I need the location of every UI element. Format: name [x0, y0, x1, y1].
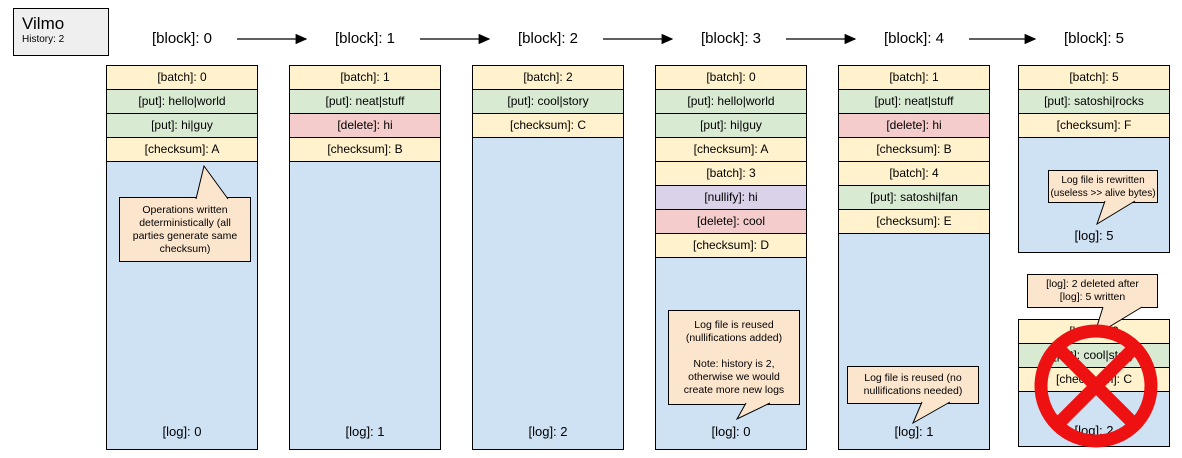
deleted-log-box: [batch]: 2 [put]: cool|story [checksum]:…: [1018, 319, 1170, 447]
op-row: [batch]: 3: [656, 162, 806, 186]
log-label: [log]: 0: [711, 424, 751, 439]
op-row: [checksum]: E: [839, 210, 989, 234]
op-row: [put]: hi|guy: [656, 114, 806, 138]
callout-log-reused-nullified: Log file is reused (nullifications added…: [668, 310, 800, 405]
op-row: [batch]: 0: [107, 66, 257, 90]
block-header-3: [block]: 3: [700, 30, 762, 47]
log-label: [log]: 5: [1074, 228, 1114, 243]
op-row: [put]: hello|world: [656, 90, 806, 114]
callout-deterministic: Operations written deterministically (al…: [119, 197, 251, 262]
op-row: [batch]: 1: [290, 66, 440, 90]
op-row: [put]: cool|story: [1019, 344, 1169, 368]
legend-title: Vilmo: [22, 14, 65, 33]
op-row: [checksum]: A: [656, 138, 806, 162]
op-row: [put]: satoshi|fan: [839, 186, 989, 210]
callout-log-rewritten: Log file is rewritten (useless >> alive …: [1048, 170, 1158, 203]
op-row: [delete]: hi: [839, 114, 989, 138]
log-label: [log]: 1: [894, 424, 934, 439]
block-column-5: [batch]: 5 [put]: satoshi|rocks [checksu…: [1018, 65, 1170, 253]
legend-subtitle: History: 2: [22, 34, 65, 45]
legend-box: Vilmo History: 2: [13, 8, 109, 56]
op-row: [checksum]: D: [656, 234, 806, 258]
block-header-1: [block]: 1: [334, 30, 396, 47]
op-row: [batch]: 4: [839, 162, 989, 186]
op-row: [put]: neat|stuff: [839, 90, 989, 114]
op-row: [delete]: hi: [290, 114, 440, 138]
callout-log-deleted-note: [log]: 2 deleted after [log]: 5 written: [1027, 274, 1158, 308]
op-row: [batch]: 0: [656, 66, 806, 90]
op-row: [nullify]: hi: [656, 186, 806, 210]
op-row: [batch]: 2: [1019, 320, 1169, 344]
op-row: [checksum]: F: [1019, 114, 1169, 138]
log-label: [log]: 0: [162, 424, 202, 439]
op-row: [checksum]: C: [1019, 368, 1169, 392]
op-row: [batch]: 2: [473, 66, 623, 90]
op-row: [put]: hello|world: [107, 90, 257, 114]
op-row: [checksum]: A: [107, 138, 257, 162]
op-row: [batch]: 1: [839, 66, 989, 90]
op-row: [checksum]: B: [839, 138, 989, 162]
log-label: [log]: 1: [345, 424, 385, 439]
op-row: [batch]: 5: [1019, 66, 1169, 90]
op-row: [put]: neat|stuff: [290, 90, 440, 114]
op-row: [checksum]: C: [473, 114, 623, 138]
callout-log-reused-clean: Log file is reused (no nullifications ne…: [847, 366, 979, 404]
log-label: [log]: 2: [528, 424, 568, 439]
op-row: [put]: cool|story: [473, 90, 623, 114]
block-column-2: [batch]: 2 [put]: cool|story [checksum]:…: [472, 65, 624, 450]
op-row: [checksum]: B: [290, 138, 440, 162]
op-row: [put]: satoshi|rocks: [1019, 90, 1169, 114]
block-header-5: [block]: 5: [1063, 30, 1125, 47]
op-row: [put]: hi|guy: [107, 114, 257, 138]
block-header-2: [block]: 2: [517, 30, 579, 47]
log-label: [log]: 2: [1074, 423, 1114, 438]
op-row: [delete]: cool: [656, 210, 806, 234]
block-header-4: [block]: 4: [883, 30, 945, 47]
block-column-1: [batch]: 1 [put]: neat|stuff [delete]: h…: [289, 65, 441, 450]
block-header-0: [block]: 0: [151, 30, 213, 47]
